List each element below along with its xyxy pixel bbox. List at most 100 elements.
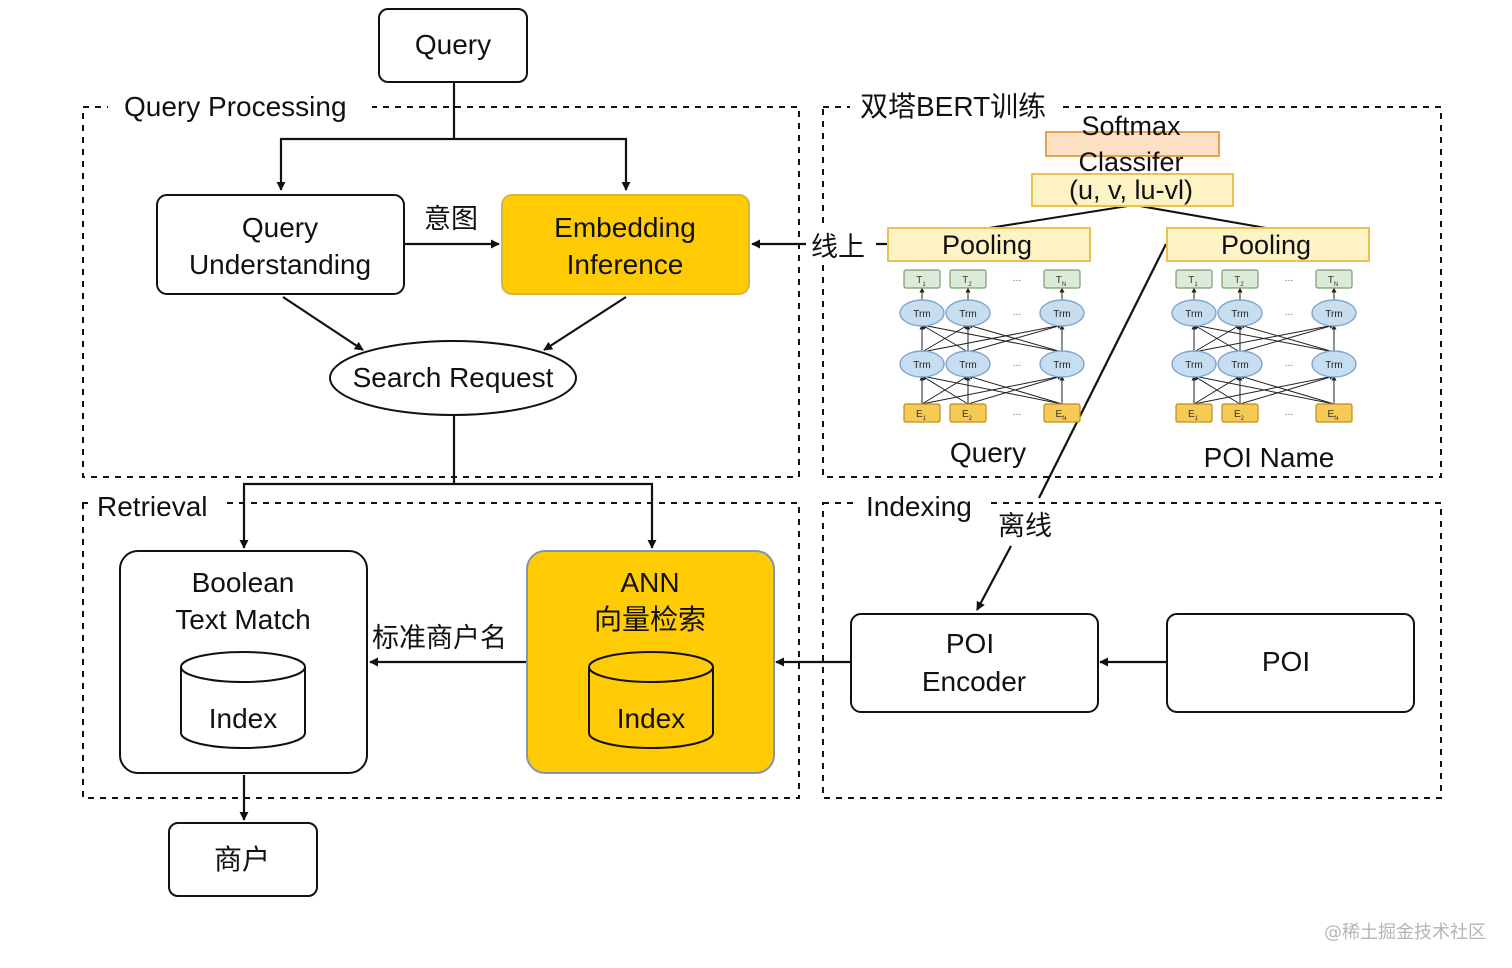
edge-label-intent: 意图 — [424, 204, 478, 234]
input-embedding-label: E2 — [962, 409, 973, 422]
group-label-query-processing: Query Processing — [124, 91, 347, 122]
output-token-label: T2 — [962, 275, 972, 288]
transformer-label: Trm — [1185, 309, 1202, 320]
output-token-label: T1 — [1188, 275, 1198, 288]
edge-understanding-to-request — [282, 296, 364, 351]
group-label-bert-training: 双塔BERT训练 — [860, 91, 1046, 122]
output-token-label: TN — [1056, 275, 1066, 288]
transformer-label: Trm — [1053, 309, 1070, 320]
transformer-node — [945, 350, 991, 378]
boolean-text-match-node: Boolean Text Match Index — [119, 550, 368, 774]
transformer-node — [899, 350, 945, 378]
transformer-label: Trm — [959, 360, 976, 371]
ellipsis: ... — [1285, 407, 1293, 418]
input-embedding — [949, 403, 987, 423]
edge-label-merchant-name: 标准商户名 — [372, 623, 507, 653]
output-token-label: TN — [1328, 275, 1338, 288]
input-embedding-label: E1 — [916, 409, 927, 422]
output-token — [1043, 269, 1081, 289]
transformer-node — [1217, 299, 1263, 327]
transformer-node — [1311, 299, 1357, 327]
transformer-node — [1171, 350, 1217, 378]
input-embedding — [1221, 403, 1259, 423]
output-token — [949, 269, 987, 289]
svg-text:Embedding: Embedding — [554, 212, 696, 243]
output-token — [1221, 269, 1259, 289]
group-label-indexing: Indexing — [866, 491, 972, 522]
svg-text:Query: Query — [242, 212, 318, 243]
transformer-node — [1039, 299, 1085, 327]
output-token — [1175, 269, 1213, 289]
ellipsis: ... — [1013, 307, 1021, 318]
search-request-node: Search Request — [329, 340, 577, 416]
svg-text:Pooling: Pooling — [942, 230, 1032, 260]
ellipsis: ... — [1013, 273, 1021, 284]
group-query-processing: Query Processing — [82, 86, 800, 478]
edge-embedding-to-request — [543, 296, 627, 351]
tower-label-poi-name: POI Name — [1204, 442, 1335, 473]
transformer-label: Trm — [1053, 360, 1070, 371]
input-embedding-label: EN — [1327, 409, 1338, 422]
edge-to-understanding — [276, 137, 454, 191]
svg-text:Encoder: Encoder — [922, 666, 1026, 697]
transformer-node — [1171, 299, 1217, 327]
svg-text:Understanding: Understanding — [189, 249, 371, 280]
ellipsis: ... — [1285, 307, 1293, 318]
poi-node: POI — [1166, 613, 1415, 713]
bert-training-figure: Softmax Classifer (u, v, lu-vl) Pooling … — [887, 111, 1370, 473]
svg-text:向量检索: 向量检索 — [594, 604, 706, 635]
edge-to-ann — [454, 482, 657, 549]
edge-label-online: 线上 — [811, 232, 865, 262]
transformer-label: Trm — [913, 360, 930, 371]
bert-tower-query: T1TrmTrmE1T2TrmTrmE2TNTrmTrmEN..........… — [899, 269, 1085, 423]
svg-text:Softmax: Softmax — [1081, 111, 1181, 141]
edge-offline-to-encoder — [976, 545, 1012, 611]
edge-label-offline: 离线 — [998, 511, 1052, 541]
input-embedding-label: E2 — [1234, 409, 1245, 422]
transformer-node — [1217, 350, 1263, 378]
query-understanding-node: Query Understanding — [156, 194, 405, 295]
output-token — [1315, 269, 1353, 289]
group-bert-training: 双塔BERT训练 — [822, 86, 1442, 478]
ann-node: ANN 向量检索 Index — [526, 550, 775, 774]
watermark: @稀土掘金技术社区 — [1324, 922, 1486, 943]
pooling-left: Pooling — [887, 227, 1091, 262]
poi-encoder-node: POI Encoder — [850, 613, 1099, 713]
svg-text:Boolean: Boolean — [192, 567, 295, 598]
database-icon — [180, 651, 306, 749]
transformer-label: Trm — [1185, 360, 1202, 371]
edge-pooling-to-offline — [1038, 243, 1167, 499]
group-retrieval: Retrieval — [82, 486, 800, 799]
transformer-label: Trm — [1231, 309, 1248, 320]
svg-text:Index: Index — [617, 703, 686, 734]
softmax-classifier-box: Softmax Classifer (u, v, lu-vl) — [1031, 111, 1234, 207]
svg-text:POI: POI — [946, 628, 994, 659]
output-token-label: T1 — [916, 275, 926, 288]
transformer-node — [1039, 350, 1085, 378]
input-embedding — [1175, 403, 1213, 423]
transformer-label: Trm — [1231, 360, 1248, 371]
svg-text:Query: Query — [415, 29, 491, 60]
pooling-right: Pooling — [1166, 227, 1370, 262]
svg-text:(u, v, lu-vl): (u, v, lu-vl) — [1069, 175, 1193, 205]
input-embedding — [903, 403, 941, 423]
output-token — [903, 269, 941, 289]
ellipsis: ... — [1013, 407, 1021, 418]
svg-text:Search Request: Search Request — [353, 362, 554, 393]
svg-text:POI: POI — [1262, 646, 1310, 677]
svg-text:Index: Index — [209, 703, 278, 734]
edge-to-embedding — [454, 137, 631, 191]
merchant-node: 商户 — [168, 822, 318, 897]
svg-text:Text Match: Text Match — [175, 604, 310, 635]
svg-text:Classifer: Classifer — [1078, 147, 1183, 177]
group-indexing: Indexing — [822, 486, 1442, 799]
ellipsis: ... — [1285, 273, 1293, 284]
svg-text:Pooling: Pooling — [1221, 230, 1311, 260]
tower-label-query: Query — [950, 437, 1026, 468]
embedding-inference-node: Embedding Inference — [501, 194, 750, 295]
transformer-label: Trm — [1325, 309, 1342, 320]
transformer-node — [945, 299, 991, 327]
edge-to-boolean — [239, 482, 454, 549]
database-icon — [588, 651, 714, 749]
input-embedding-label: EN — [1055, 409, 1066, 422]
